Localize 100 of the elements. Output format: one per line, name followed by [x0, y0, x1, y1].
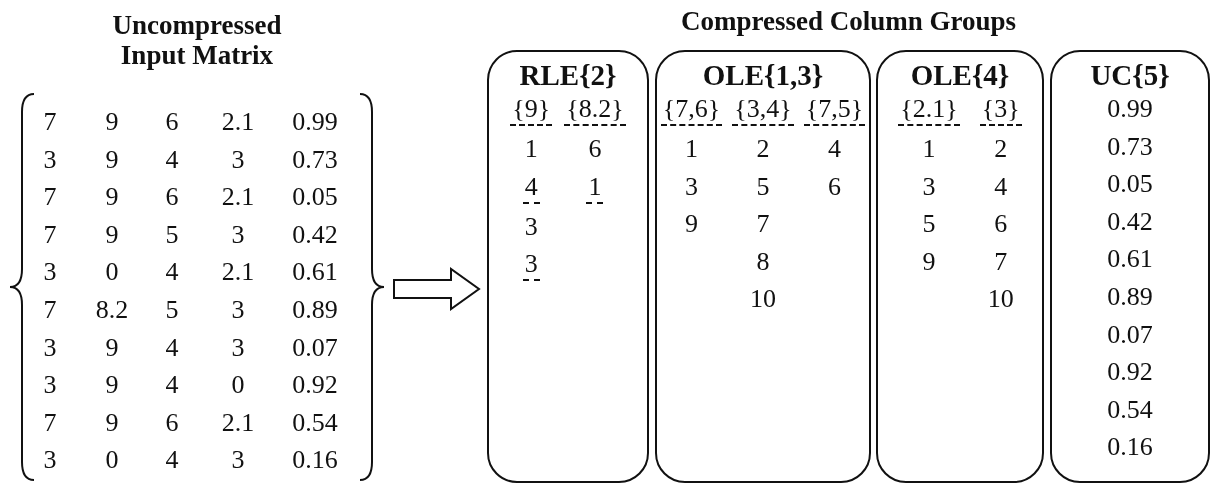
matrix-cell-text: 5 — [164, 295, 180, 325]
matrix-cell-text: 9 — [104, 370, 120, 401]
matrix-cell-text: 3 — [42, 332, 58, 363]
group-title: OLE{4} — [910, 58, 1010, 92]
column-value: 0.54 — [1107, 394, 1153, 426]
matrix-cell-text: 2.1 — [220, 107, 256, 137]
matrix-cell-text: 0.05 — [291, 182, 339, 213]
matrix-cell-text: 3 — [230, 332, 246, 363]
row-index: 1 — [524, 134, 538, 165]
value-set: {8.2} — [560, 94, 630, 134]
row-index: 7 — [756, 209, 770, 241]
matrix-cell-text: 4 — [164, 144, 180, 175]
column-value: 0.92 — [1107, 357, 1153, 389]
matrix-cell-text: 0.07 — [291, 332, 339, 363]
matrix-cell-text: 2.1 — [220, 182, 256, 213]
matrix-cell-text: 9 — [104, 332, 120, 363]
matrix-cell-text: 0.61 — [291, 257, 339, 288]
matrix-cell-text: 6 — [164, 407, 180, 438]
row-index: 5 — [756, 171, 770, 203]
matrix-cell-text: 9 — [104, 182, 120, 213]
value-set: {3,4} — [728, 94, 798, 134]
row-index: 2 — [994, 134, 1008, 165]
row-index: 9 — [922, 246, 936, 278]
matrix-cell-text: 2.1 — [220, 407, 256, 438]
column-value: 0.61 — [1107, 244, 1153, 276]
column-value: 0.07 — [1107, 319, 1153, 351]
matrix-cell-text: 0.99 — [291, 107, 339, 137]
column-group-box — [1050, 50, 1210, 483]
row-index: 7 — [994, 246, 1008, 278]
row-index: 1 — [685, 134, 699, 165]
column-value: 0.05 — [1107, 169, 1153, 201]
column-group-box — [876, 50, 1044, 483]
matrix-cell-text: 3 — [42, 144, 58, 175]
matrix-cell-text: 7 — [42, 219, 58, 250]
value-set: {7,5} — [799, 94, 870, 134]
row-index: 8 — [756, 246, 770, 278]
matrix-cell-text: 0 — [230, 370, 246, 401]
group-title: OLE{1,3} — [702, 58, 824, 92]
matrix-cell-text: 9 — [104, 407, 120, 438]
matrix-cell-text: 6 — [164, 182, 180, 213]
row-index: 6 — [588, 134, 602, 165]
value-set: {9} — [506, 94, 557, 134]
matrix-cell-text: 3 — [42, 445, 58, 476]
matrix-cell-text: 9 — [104, 107, 120, 137]
row-index: 4 — [827, 134, 841, 165]
column-value: 0.42 — [1107, 206, 1153, 238]
row-index: 4 — [994, 171, 1008, 203]
matrix-cell-text: 3 — [230, 295, 246, 325]
value-set: {2.1} — [894, 94, 964, 134]
row-index: 10 — [750, 284, 776, 316]
column-value: 0.89 — [1107, 281, 1153, 313]
row-index: 3 — [518, 249, 544, 290]
row-index: 1 — [582, 171, 608, 212]
matrix-cell-text: 4 — [164, 370, 180, 401]
matrix-cell-text: 7 — [42, 295, 58, 325]
row-index: 10 — [987, 284, 1014, 316]
matrix-cell-text: 8.2 — [94, 295, 130, 325]
matrix-cell-text: 9 — [104, 144, 120, 175]
row-index: 3 — [524, 211, 538, 243]
matrix-cell-text: 3 — [42, 257, 58, 288]
matrix-cell-text: 3 — [42, 370, 58, 401]
matrix-cell-text: 0 — [104, 257, 120, 288]
matrix-cell-text: 3 — [230, 445, 246, 476]
column-value: 0.73 — [1107, 131, 1153, 163]
row-index: 6 — [994, 209, 1008, 241]
matrix-cell-text: 3 — [230, 144, 246, 175]
row-index: 5 — [922, 209, 936, 241]
row-index: 3 — [685, 171, 699, 203]
matrix-cell-text: 0.16 — [291, 445, 339, 476]
column-group-box — [655, 50, 871, 483]
section-title: Compressed Column Groups — [679, 6, 1018, 36]
matrix-cell-text: 0 — [104, 445, 120, 476]
row-index: 3 — [922, 171, 936, 203]
row-index: 1 — [922, 134, 936, 165]
row-index: 4 — [518, 171, 544, 212]
matrix-cell-text: 4 — [164, 332, 180, 363]
column-value: 0.99 — [1107, 94, 1153, 125]
matrix-cell-text: 6 — [164, 107, 180, 137]
matrix-cell-text: 7 — [42, 182, 58, 213]
value-set: {3} — [975, 94, 1026, 134]
matrix-title: Uncompressed Input Matrix — [111, 10, 283, 70]
column-group-box — [487, 50, 649, 483]
matrix-cell-text: 9 — [104, 219, 120, 250]
row-index: 6 — [827, 171, 841, 203]
matrix-cell-text: 5 — [164, 219, 180, 250]
matrix-cell-text: 0.89 — [291, 295, 339, 325]
value-set: {7,6} — [656, 94, 727, 134]
matrix-cell-text: 7 — [42, 407, 58, 438]
matrix-cell-text: 0.42 — [291, 219, 339, 250]
matrix-cell-text: 7 — [42, 107, 58, 137]
matrix-cell-text: 2.1 — [220, 257, 256, 288]
row-index: 2 — [756, 134, 770, 165]
column-value: 0.16 — [1107, 432, 1153, 464]
group-title: UC{5} — [1090, 58, 1170, 92]
group-title: RLE{2} — [519, 58, 617, 92]
matrix-cell-text: 0.73 — [291, 144, 339, 175]
matrix-cell-text: 4 — [164, 257, 180, 288]
row-index: 9 — [685, 209, 699, 241]
matrix-cell-text: 4 — [164, 445, 180, 476]
block-arrow — [393, 267, 481, 311]
